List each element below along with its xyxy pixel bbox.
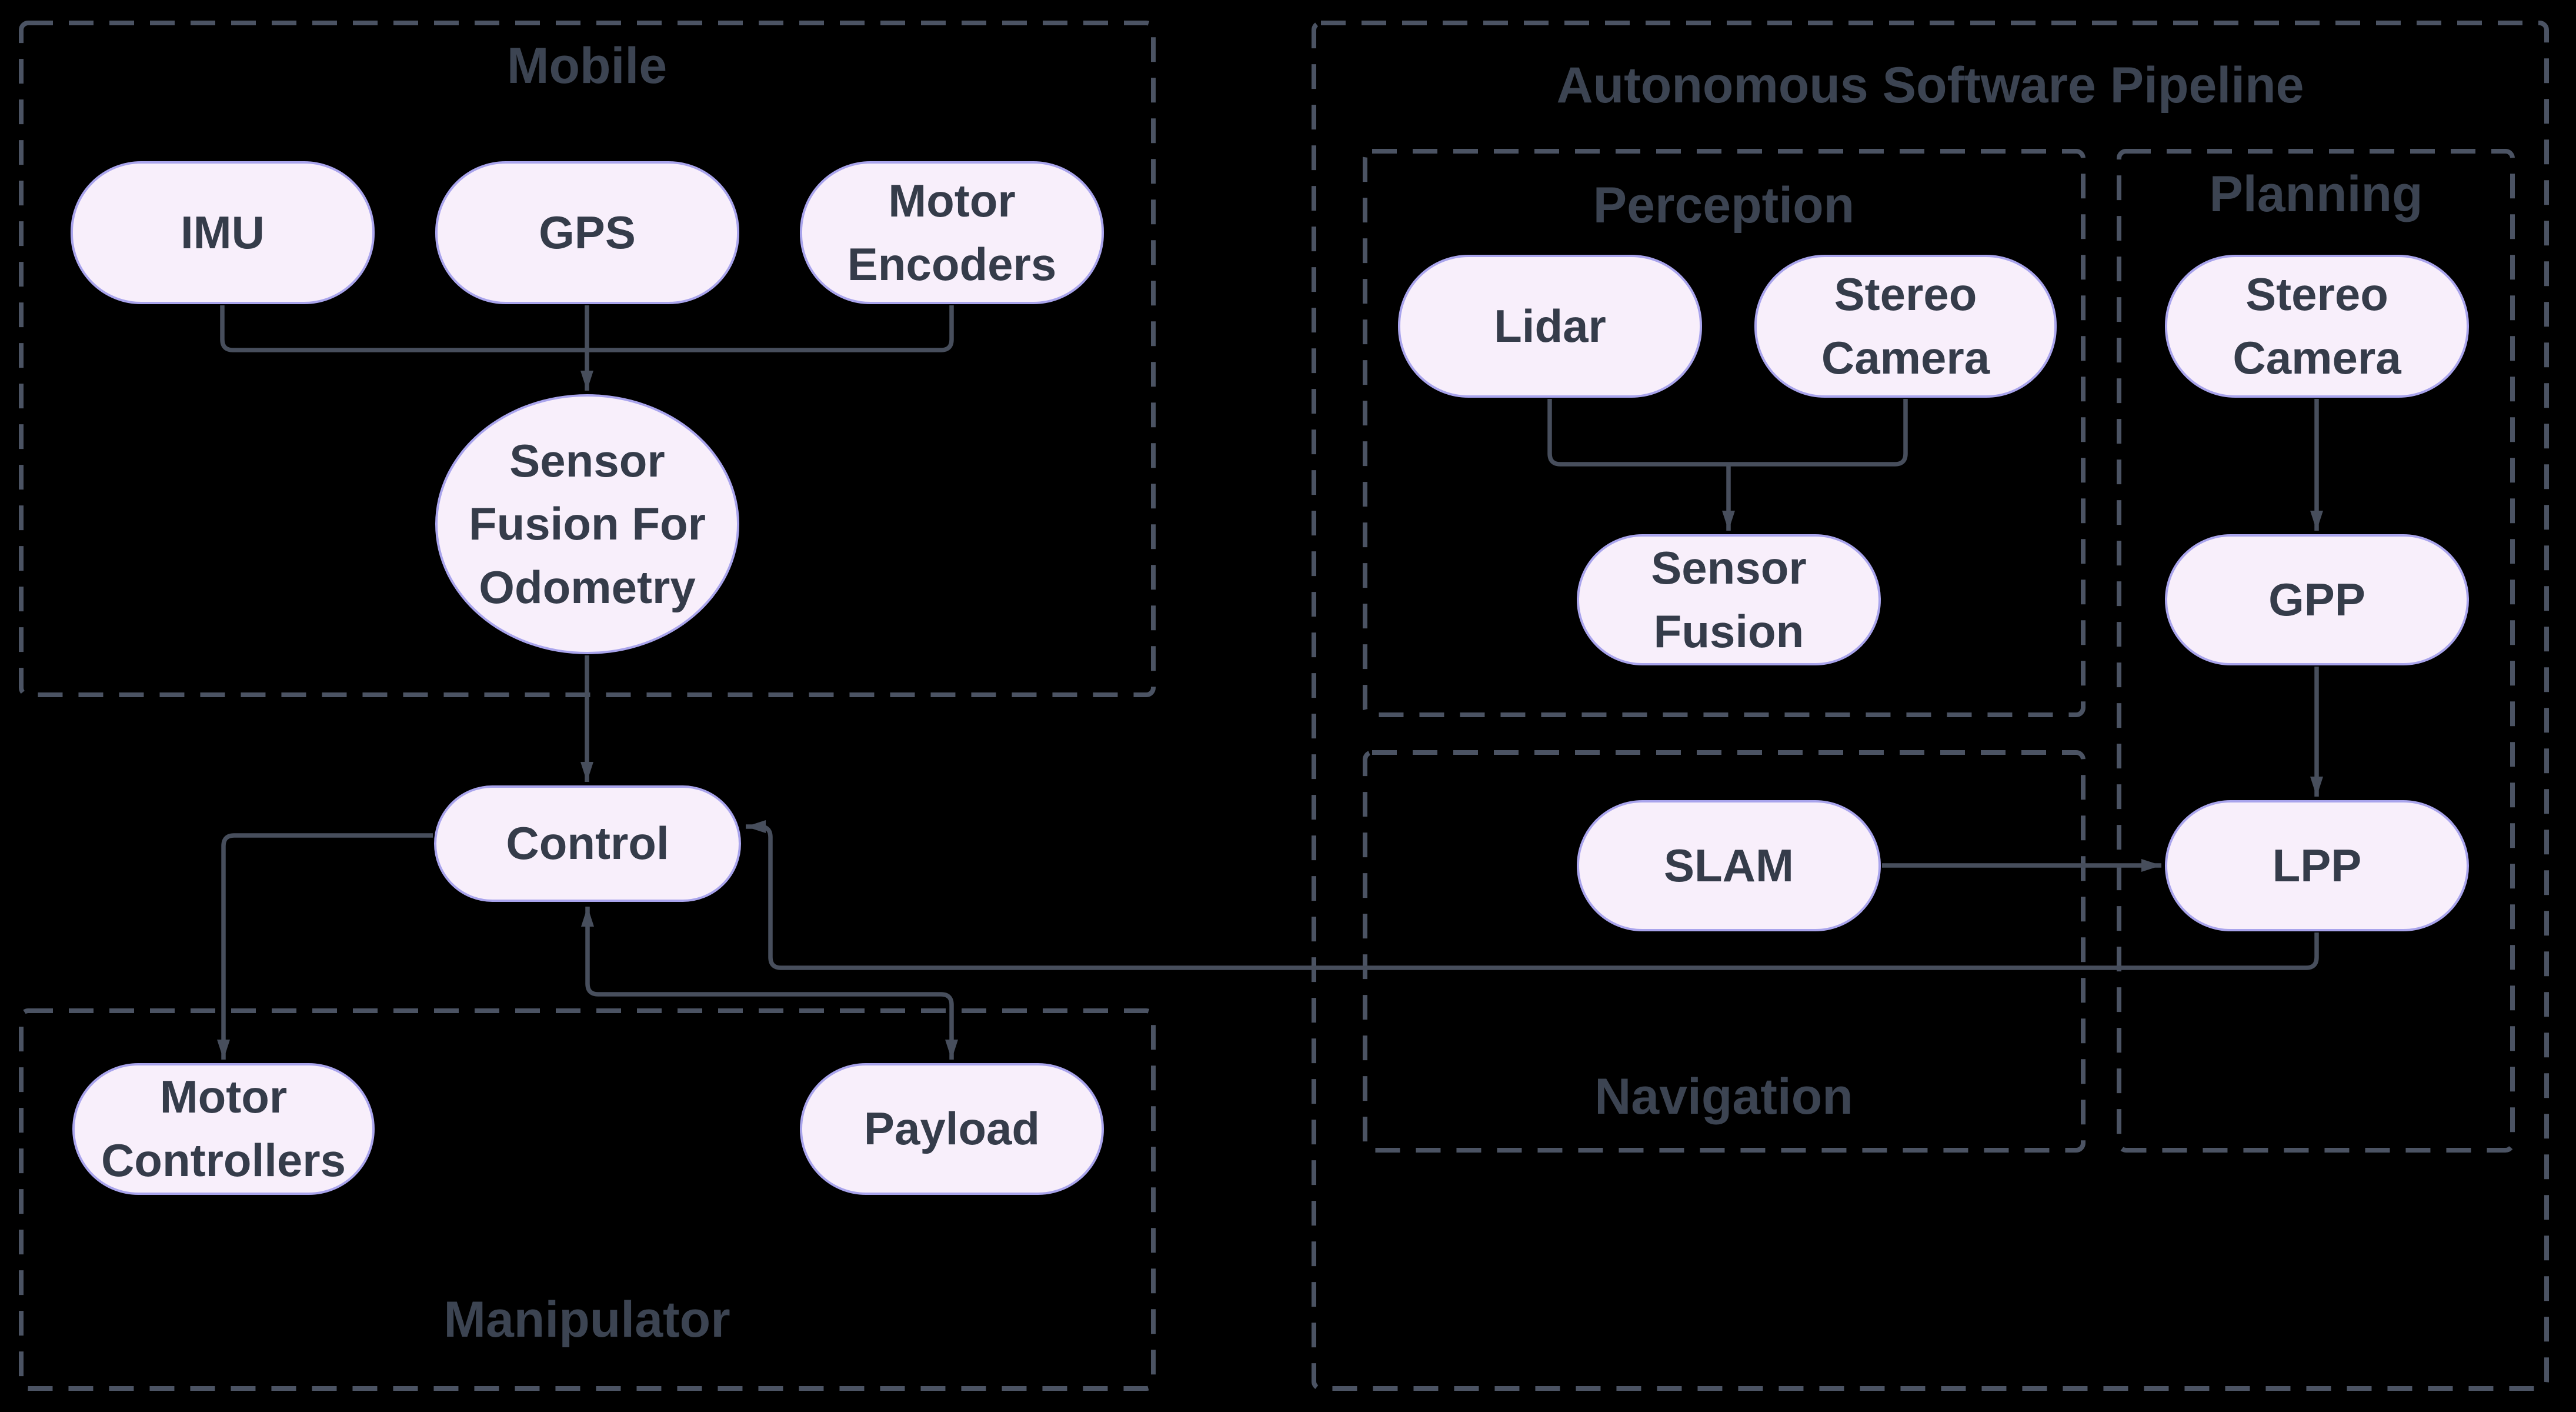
edge-control-to-motor-controllers bbox=[217, 833, 433, 1060]
node-motor-encoders: Motor Encoders bbox=[800, 161, 1104, 304]
perception-container-title: Perception bbox=[1593, 177, 1855, 234]
node-control: Control bbox=[434, 785, 741, 902]
navigation-container-title: Navigation bbox=[1594, 1068, 1853, 1125]
autonomous-software-pipeline-container-border bbox=[1312, 21, 2549, 1391]
edge-lpp-to-control bbox=[746, 820, 2319, 970]
node-gps: GPS bbox=[435, 161, 739, 304]
node-lidar: Lidar bbox=[1398, 255, 1702, 398]
edge-lidar-stereocamera-bus bbox=[1547, 399, 1908, 467]
node-payload: Payload bbox=[800, 1063, 1104, 1195]
node-lpp: LPP bbox=[2165, 800, 2469, 931]
node-stereo-camera-planning: Stereo Camera bbox=[2165, 255, 2469, 398]
node-gpp: GPP bbox=[2165, 534, 2469, 665]
mobile-container-title: Mobile bbox=[506, 38, 668, 94]
node-imu: IMU bbox=[71, 161, 375, 304]
node-slam: SLAM bbox=[1577, 800, 1881, 931]
perception-container-border bbox=[1363, 149, 2086, 717]
node-motor-controllers: Motor Controllers bbox=[72, 1063, 375, 1195]
planning-container-title: Planning bbox=[2209, 166, 2423, 222]
navigation-container-border bbox=[1363, 750, 2086, 1153]
manipulator-container-title: Manipulator bbox=[443, 1291, 730, 1348]
edge-control-payload-bidirectional bbox=[581, 907, 958, 1060]
node-stereo-camera-perception: Stereo Camera bbox=[1754, 255, 2057, 398]
node-sensor-fusion: Sensor Fusion bbox=[1577, 534, 1881, 665]
node-sensor-fusion-for-odometry: Sensor Fusion For Odometry bbox=[435, 394, 739, 654]
autonomous-software-pipeline-container-title: Autonomous Software Pipeline bbox=[1556, 57, 2304, 114]
manipulator-container-border bbox=[19, 1008, 1156, 1391]
